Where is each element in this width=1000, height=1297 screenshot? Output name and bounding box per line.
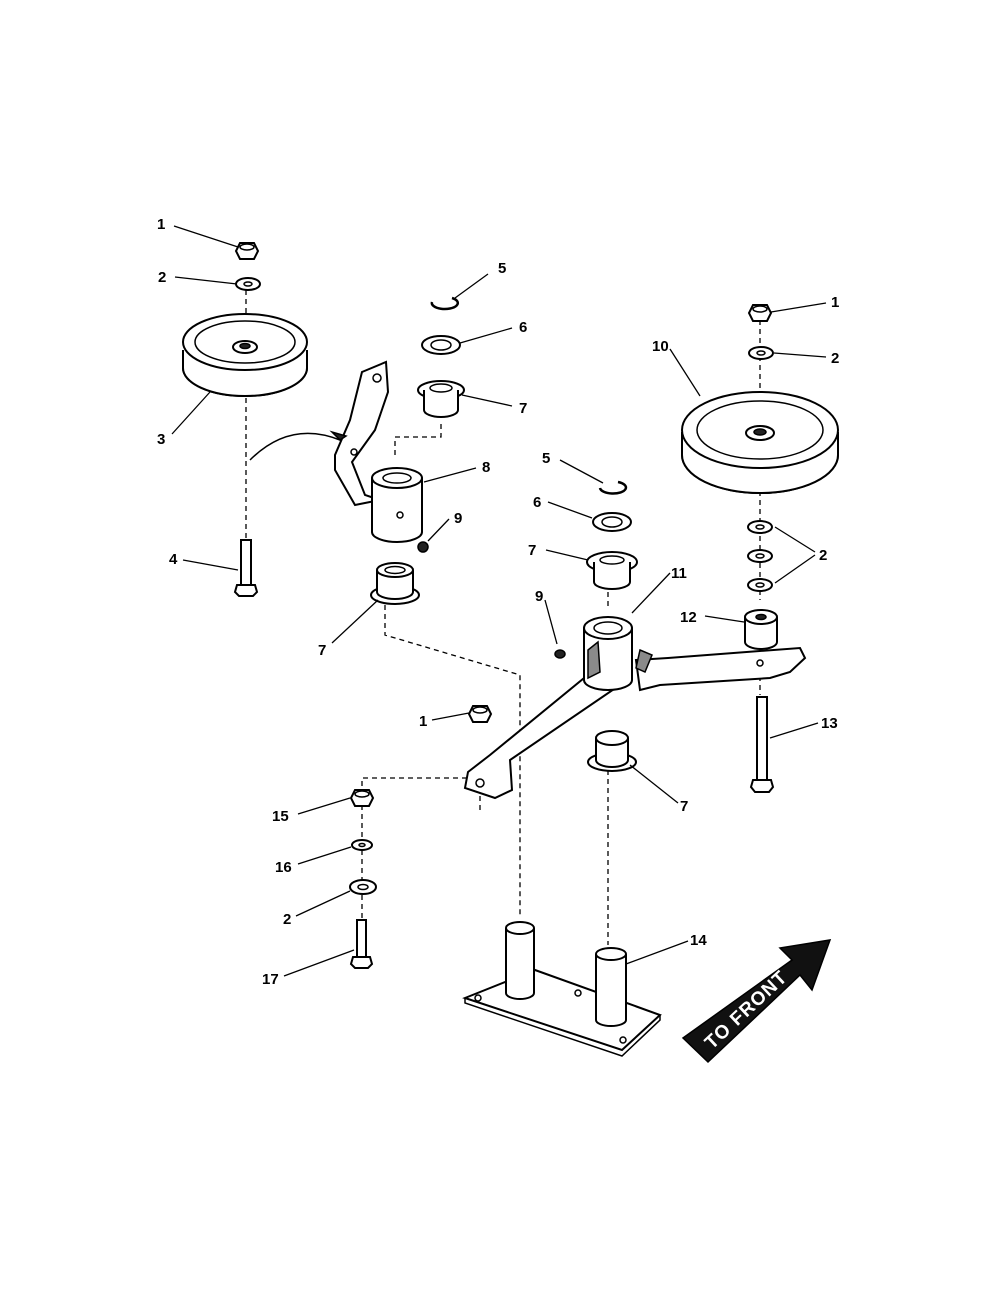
callout-7-upper: 7 <box>519 400 527 417</box>
retaining-ring-5-upper <box>430 296 460 311</box>
washer-16 <box>351 839 373 851</box>
hex-nut-15 <box>349 789 375 807</box>
washer-2-left <box>235 277 261 291</box>
callout-11: 11 <box>671 565 687 582</box>
callout-9-center: 9 <box>535 588 543 605</box>
bolt-4 <box>233 539 259 597</box>
callout-15: 15 <box>272 808 289 825</box>
callout-5-center: 5 <box>542 450 550 467</box>
washer-6-center <box>592 512 632 532</box>
leader-lines <box>171 225 827 977</box>
callout-2-lower: 2 <box>283 911 291 928</box>
idler-arm-11 <box>463 616 807 800</box>
set-screw-9-left <box>417 541 429 553</box>
callout-9-left: 9 <box>454 510 462 527</box>
washer-2-right-stack <box>747 520 773 592</box>
callout-12: 12 <box>680 609 697 626</box>
to-front-label: TO FRONT <box>701 967 792 1054</box>
callout-2-left: 2 <box>158 269 166 286</box>
callout-numbers: 1 2 3 4 5 6 7 8 9 7 1 2 10 5 6 7 11 9 2 … <box>157 216 839 988</box>
callout-7-left-lower: 7 <box>318 642 326 659</box>
retaining-ring-5-center <box>598 480 628 495</box>
hex-nut-1-right <box>747 304 773 322</box>
callout-16: 16 <box>275 859 292 876</box>
callout-6-center: 6 <box>533 494 541 511</box>
callout-7-center: 7 <box>528 542 536 559</box>
callout-2-right-top: 2 <box>831 350 839 367</box>
idler-bracket <box>249 360 390 507</box>
bushing-7-upper <box>417 380 465 418</box>
callout-13: 13 <box>821 715 838 732</box>
callout-1-center: 1 <box>419 713 427 730</box>
callout-14: 14 <box>690 932 707 949</box>
callout-1-right: 1 <box>831 294 839 311</box>
set-screw-9-center <box>554 649 566 659</box>
callout-1-left: 1 <box>157 216 165 233</box>
washer-2-right-top <box>748 346 774 360</box>
tube-8 <box>371 467 423 543</box>
hex-nut-1-left <box>234 242 260 260</box>
bushing-7-center-lower <box>587 730 637 772</box>
callout-5-upper: 5 <box>498 260 506 277</box>
callout-10: 10 <box>652 338 669 355</box>
callout-6-upper: 6 <box>519 319 527 336</box>
callout-4: 4 <box>169 551 178 568</box>
pulley-10 <box>681 391 839 494</box>
mounting-plate-14 <box>462 921 662 1057</box>
callout-3: 3 <box>157 431 165 448</box>
callout-17: 17 <box>262 971 279 988</box>
pulley-3 <box>182 313 308 397</box>
bushing-7-left-lower <box>370 562 420 605</box>
spacer-12 <box>744 609 778 650</box>
washer-2-lower <box>349 879 377 895</box>
bolt-17 <box>349 919 374 969</box>
to-front-arrow: TO FRONT <box>681 939 832 1064</box>
bushing-7-center <box>586 551 638 590</box>
bolt-13 <box>749 696 775 793</box>
washer-6-upper <box>421 335 461 355</box>
callout-7-center-lower: 7 <box>680 798 688 815</box>
hex-nut-1-center <box>467 705 493 723</box>
callout-8: 8 <box>482 459 490 476</box>
callout-2-right-stack: 2 <box>819 547 827 564</box>
